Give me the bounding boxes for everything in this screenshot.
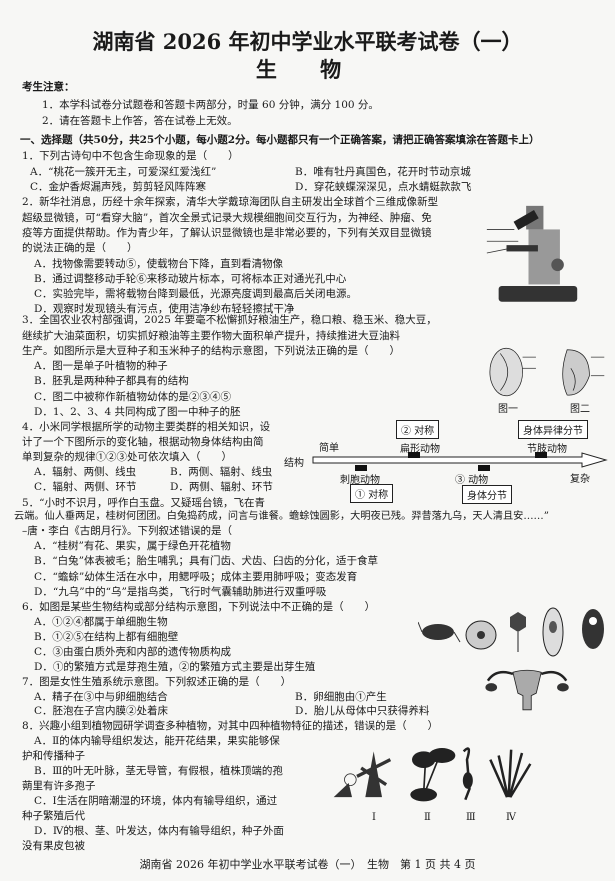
q3-option-a: A．图一是单子叶植物的种子 [34, 360, 168, 372]
note-2: 2．请在答题卡上作答，答在试卷上无效。 [42, 115, 238, 127]
q5-option-c: C．“蟾蜍”幼体生活在水中，用鳃呼吸；成体主要用肺呼吸；变态发育 [34, 571, 358, 583]
plants-figure [333, 747, 532, 802]
q2-option-d: D．观察时发现镜头有污点，使用洁净纱布轻轻擦拭干净 [34, 303, 295, 315]
notes-heading: 考生注意： [22, 81, 75, 93]
q6-stem: 6．如图是某些生物结构或部分结构示意图，下列说法中不正确的是（ ） [22, 601, 376, 613]
axis-marker [535, 452, 547, 458]
plant-label-3: Ⅲ [466, 812, 476, 823]
q5-option-d: D．“九乌”中的“乌”是指鸟类，飞行时气囊辅助肺进行双重呼吸 [34, 586, 327, 598]
cnidarian-label: 刺胞动物 [340, 475, 380, 486]
q6-option-d: D．①的繁殖方式是芽孢生殖，②的繁殖方式主要是出芽生殖 [34, 661, 316, 673]
page-footer: 湖南省 2026 年初中学业水平联考试卷（一） 生物 第 1 页 共 4 页 [139, 858, 476, 871]
q8-option-b-cont: 蒴里有许多孢子 [22, 780, 96, 792]
blank-3-label: ③ 动物 [455, 475, 489, 486]
q2-stem-1: 2．新华社消息，历经十余年探索，清华大学戴琼海团队自主研发出全球首个三维成像新型 [22, 196, 439, 208]
q3-stem-1: 3．全国农业农村部强调，2025 年要毫不松懈抓好粮油生产，稳口粮、稳玉米、稳大… [22, 314, 437, 326]
q1-option-c: C．金炉香烬漏声残，剪剪轻风阵阵寒 [30, 181, 207, 193]
axis-marker [478, 465, 490, 471]
segmented-box: 身体分节 [462, 485, 512, 504]
q4-option-d: D．两侧、辐射、环节 [170, 481, 273, 493]
q5-stem-2: 云端。仙人垂两足，桂树何团团。白兔捣药成，问言与谁餐。蟾蜍蚀圆影，大明夜已残。羿… [14, 511, 549, 522]
arthropod-label: 节肢动物 [527, 444, 567, 455]
blank-1-box: ① 对称 [350, 484, 394, 503]
axis-marker [408, 452, 420, 458]
q4-stem-2: 计了一个下图所示的变化轴，根据动物身体结构由简 [22, 436, 264, 448]
fig1-label: 图一 [498, 404, 518, 415]
q7-stem: 7．图是女性生殖系统示意图。下列叙述正确的是（ ） [22, 676, 292, 688]
q7-option-d: D．胎儿从母体中只获得养料 [295, 705, 430, 717]
plant-label-2: Ⅱ [424, 812, 431, 823]
exam-title: 湖南省 2026 年初中学业水平联考试卷（一） [92, 29, 523, 54]
blank-2-box: ② 对称 [396, 420, 440, 439]
q7-option-b: B．卵细胞由①产生 [295, 691, 387, 703]
q8-option-d: D．Ⅳ的根、茎、叶发达，体内有输导组织，种子外面 [34, 825, 284, 837]
axis-simple: 简单 [319, 443, 339, 454]
q4-option-a: A．辐射、两侧、线虫 [34, 466, 137, 478]
subject-title: 生 物 [255, 57, 360, 82]
q7-option-a: A．精子在③中与卵细胞结合 [34, 691, 168, 703]
q6-option-b: B．①②⑤在结构上都有细胞壁 [34, 631, 179, 643]
flatworm-label: 扁形动物 [400, 444, 440, 455]
plant-label-4: Ⅳ [506, 812, 516, 823]
q3-stem-2: 继续扩大油菜面积，切实抓好粮油等主要作物大面积单产提升，持续推进大豆油料 [22, 330, 400, 342]
q3-option-b: B．胚乳是两种种子都具有的结构 [34, 375, 189, 387]
q3-option-c: C．图二中被称作新植物幼体的是②③④⑤ [34, 391, 232, 403]
q1-option-d: D．穿花蛱蝶深深见，点水蜻蜓款款飞 [295, 181, 472, 193]
axis-marker [355, 465, 367, 471]
plant-label-1: Ⅰ [372, 812, 376, 823]
axis-complex: 复杂 [570, 474, 590, 485]
q5-option-a: A．“桂树”有花、果实，属于绿色开花植物 [34, 540, 231, 552]
q2-option-a: A．找物像需要转动⑤，使载物台下降，直到看清物像 [34, 258, 284, 270]
q5-option-b: B．“白兔”体表被毛；胎生哺乳；具有门齿、犬齿、臼齿的分化，适于食草 [34, 555, 378, 567]
q1-option-b: B．唯有牡丹真国色，花开时节动京城 [295, 166, 471, 178]
q7-option-c: C．胚泡在子宫内膜②处着床 [34, 705, 169, 717]
q8-option-b: B．Ⅲ的叶无叶脉，茎无导管，有假根，植株顶端的孢 [34, 765, 283, 777]
q2-option-c: C．实验完毕，需将载物台降到最低，光源亮度调到最高后关闭电源。 [34, 288, 358, 300]
q1-stem: 1．下列古诗句中不包含生命现象的是（ ） [22, 150, 239, 162]
q8-option-a: A．Ⅱ的体内输导组织发达，能开花结果，果实能够保 [34, 735, 280, 747]
q5-stem-3: –唐・李白《古朗月行》。下列叙述错误的是（ [22, 525, 232, 537]
organisms-figure [418, 607, 604, 657]
axis-arrow [312, 452, 608, 468]
q5-stem-1: 5．“小时不识月，呼作白玉盘。又疑瑶台镜，飞在青 [22, 497, 266, 509]
q8-stem: 8．兴趣小组到植物园研学调查多种植物，对其中四种植物特征的描述，错误的是（ ） [22, 720, 439, 732]
q3-stem-3: 生产。如图所示是大豆种子和玉米种子的结构示意图，下列说法正确的是（ ） [22, 345, 400, 357]
q3-option-d: D．1、2、3、4 共同构成了图一中种子的胚 [34, 406, 241, 418]
female-reproductive-figure [485, 669, 569, 711]
segment-box: 身体异律分节 [518, 420, 588, 439]
q4-stem-1: 4．小米同学根据所学的动物主要类群的相关知识，设 [22, 421, 271, 433]
q1-option-a: A．“桃花一簇开无主，可爱深红爱浅红” [30, 166, 217, 178]
q4-option-b: B．两侧、辐射、线虫 [170, 466, 273, 478]
seed-structure-figure [489, 347, 605, 397]
q4-option-c: C．辐射、两侧、环节 [34, 481, 137, 493]
microscope-figure [486, 205, 578, 302]
q8-option-a-cont: 护和传播种子 [22, 750, 85, 762]
q4-stem-3: 单到复杂的规律①②③处可依次填入（ ） [22, 451, 232, 463]
q2-stem-4: 的说法正确的是（ ） [22, 242, 138, 254]
axis-label: 结构 [284, 458, 304, 469]
q8-option-c-cont: 种子繁殖后代 [22, 810, 85, 822]
q8-option-c: C．Ⅰ生活在阴暗潮湿的环境，体内有输导组织，通过 [34, 795, 278, 807]
q2-option-b: B．通过调整移动手轮⑥来移动玻片标本，可将标本正对通光孔中心 [34, 273, 347, 285]
q2-stem-3: 疫等方面提供帮助。作为青少年，了解认识显微镜也是非常必要的，下列有关双目显微镜 [22, 227, 432, 239]
q6-option-c: C．③由蛋白质外壳和内部的遗传物质构成 [34, 646, 232, 658]
q8-option-d-cont: 没有果皮包被 [22, 840, 85, 852]
q2-stem-2: 超级显微镜，可“看穿大脑”，首次全景式记录大规模细胞间交互行为，为神经、肿瘤、免 [22, 212, 432, 224]
fig2-label: 图二 [570, 404, 590, 415]
section-heading: 一、选择题（共50分，共25个小题，每小题2分。每小题都只有一个正确答案，请把正… [20, 134, 540, 146]
q6-option-a: A．①②④都属于单细胞生物 [34, 616, 168, 628]
note-1: 1．本学科试卷分试题卷和答题卡两部分，时量 60 分钟，满分 100 分。 [42, 99, 379, 111]
